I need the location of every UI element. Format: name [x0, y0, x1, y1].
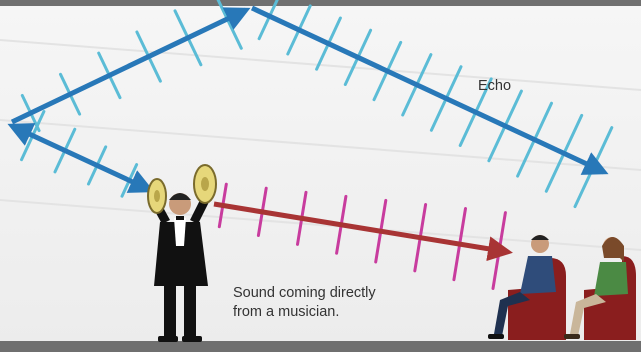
floor [0, 341, 641, 352]
direct-sound-caption-line-2: from a musician. [233, 303, 433, 322]
top-border [0, 0, 641, 6]
echo-label: Echo [478, 77, 511, 96]
direct-sound-caption-line-1: Sound coming directly [233, 284, 433, 303]
direct-sound-caption: Sound coming directly from a musician. [233, 284, 433, 322]
